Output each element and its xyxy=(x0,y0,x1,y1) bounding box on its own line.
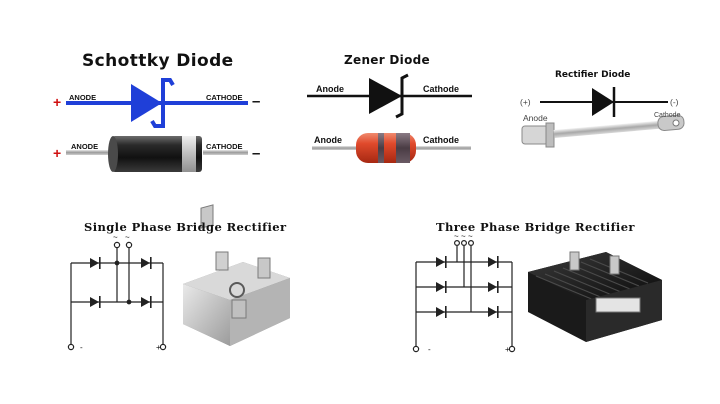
three-phase-neg: - xyxy=(428,345,431,354)
schottky-minus-sign: – xyxy=(252,93,261,110)
zener-pkg-cathode-label: Cathode xyxy=(423,135,459,145)
schottky-cathode-label: CATHODE xyxy=(206,93,243,102)
three-phase-title: Three Phase Bridge Rectifier xyxy=(436,220,635,234)
zener-symbol xyxy=(307,73,472,119)
rectifier-cathode-label: Cathode xyxy=(654,112,681,119)
zener-cathode-label: Cathode xyxy=(423,84,459,94)
single-phase-ac-1: ~ xyxy=(113,233,118,242)
three-phase-circuit xyxy=(412,240,516,353)
rectifier-symbol xyxy=(540,87,668,117)
zener-anode-label: Anode xyxy=(316,84,344,94)
single-phase-ac-2: ~ xyxy=(125,233,130,242)
single-phase-diodes xyxy=(90,257,152,308)
rectifier-plus-label: (+) xyxy=(520,97,531,107)
three-phase-ac-1: ~ xyxy=(454,232,459,241)
single-phase-circuit xyxy=(67,241,167,351)
schottky-pkg-anode-label: ANODE xyxy=(71,142,99,151)
schottky-anode-label: ANODE xyxy=(69,93,97,102)
single-phase-title: Single Phase Bridge Rectifier xyxy=(84,220,287,234)
schottky-plus-sign: + xyxy=(53,94,62,110)
three-phase-package xyxy=(528,251,662,342)
rectifier-title: Rectifier Diode xyxy=(555,70,631,80)
zener-package xyxy=(312,133,471,163)
zener-title: Zener Diode xyxy=(344,53,430,67)
three-phase-ac-3: ~ xyxy=(468,232,473,241)
single-phase-package xyxy=(183,204,290,346)
schottky-package xyxy=(66,136,248,172)
schottky-pkg-plus-sign: + xyxy=(53,145,62,161)
three-phase-ac-2: ~ xyxy=(461,232,466,241)
rectifier-package xyxy=(521,114,685,148)
single-phase-pos: + xyxy=(156,343,161,352)
three-phase-diodes xyxy=(436,256,499,318)
rectifier-minus-label: (-) xyxy=(670,97,679,107)
schottky-pkg-cathode-label: CATHODE xyxy=(206,142,243,151)
schottky-pkg-minus-sign: – xyxy=(252,145,261,162)
single-phase-neg: - xyxy=(80,343,83,352)
rectifier-anode-label: Anode xyxy=(523,113,548,123)
schottky-title: Schottky Diode xyxy=(82,51,234,71)
schottky-symbol xyxy=(66,78,248,128)
three-phase-pos: + xyxy=(505,345,510,354)
zener-pkg-anode-label: Anode xyxy=(314,135,342,145)
